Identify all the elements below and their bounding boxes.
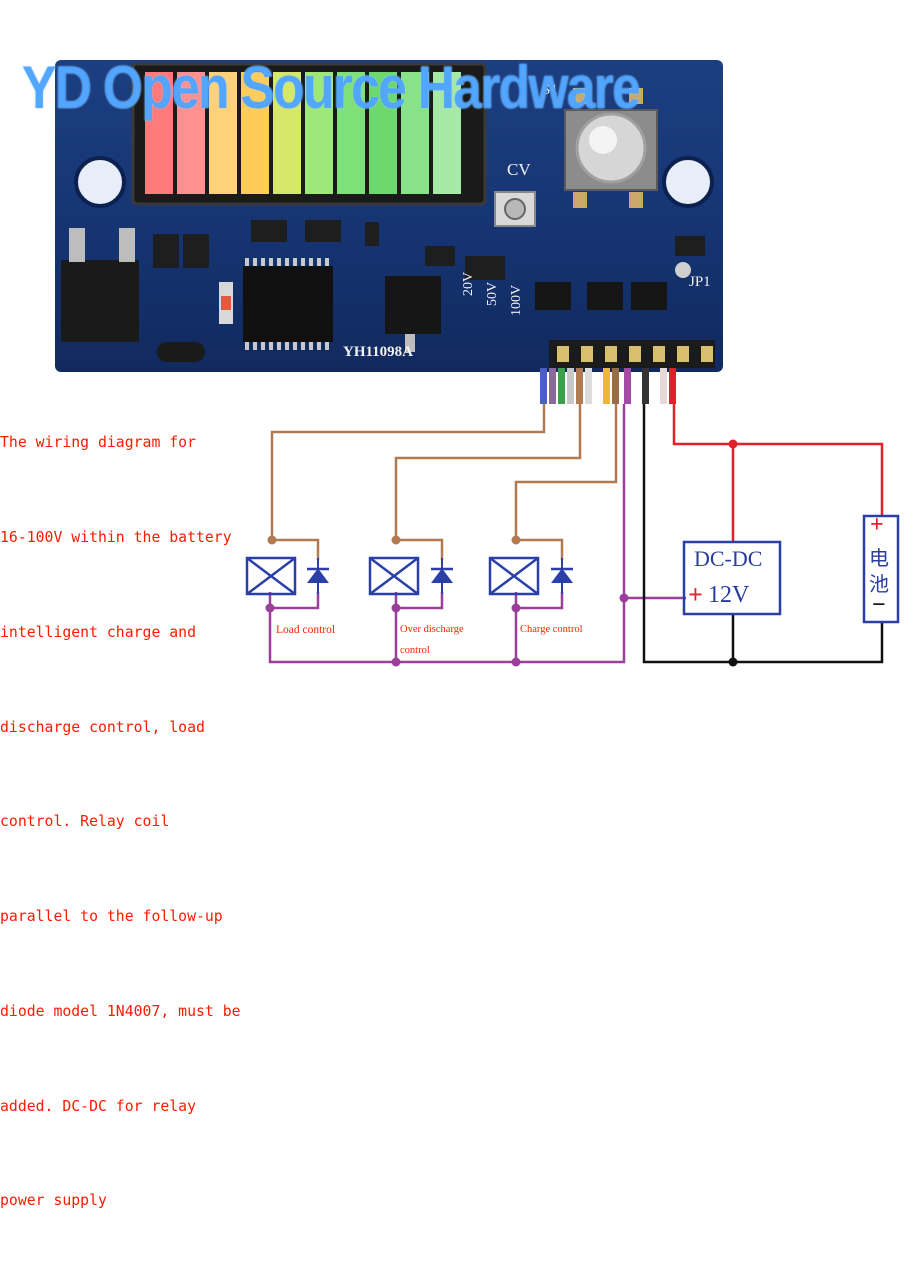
label-model: YH11098A <box>343 344 414 360</box>
pcb-components <box>61 62 715 368</box>
note-line: diode model 1N4007, must be <box>0 1002 241 1020</box>
label-s1: S1 <box>542 82 558 98</box>
positive-wire <box>672 404 884 542</box>
battery-box <box>862 514 900 624</box>
battery-plus: + <box>870 512 884 538</box>
note-line: power supply <box>0 1192 107 1210</box>
battery-label-1: 电 <box>869 546 889 570</box>
relay-label-charge: Charge control <box>520 624 583 635</box>
label-jp1: JP1 <box>689 274 711 290</box>
note-line: 16-100V within the battery <box>0 528 232 546</box>
relays <box>245 556 540 596</box>
coil-return-wires <box>268 404 686 664</box>
relay-label-over-discharge: Over discharge <box>400 624 464 635</box>
dcdc-box <box>682 540 782 616</box>
label-cv: CV <box>507 160 531 179</box>
led-bar-segments <box>145 72 461 194</box>
dcdc-title: DC-DC <box>694 546 763 571</box>
battery-label-2: 池 <box>869 572 889 596</box>
wiring-diagram: S1 CV JP1 YH11098A 20V 50V 100V YD Open … <box>0 54 900 1209</box>
battery-minus: − <box>872 592 886 618</box>
diodes <box>307 558 573 594</box>
note-line: The wiring diagram for <box>0 434 196 452</box>
dcdc-plus: + <box>688 580 703 609</box>
dcdc-output: 12V <box>708 582 750 608</box>
ground-wire <box>642 404 884 664</box>
note-line: discharge control, load <box>0 718 205 736</box>
wiring-note: The wiring diagram for 16-100V within th… <box>0 364 250 1280</box>
note-line: parallel to the follow-up <box>0 908 223 926</box>
pcb-board: S1 CV JP1 YH11098A 20V 50V 100V <box>55 60 723 372</box>
note-line: intelligent charge and <box>0 623 196 641</box>
note-line: added. DC-DC for relay <box>0 1097 196 1115</box>
relay-label-over-discharge-2: control <box>400 645 430 656</box>
ribbon-cable <box>540 368 676 404</box>
wiring-layer <box>245 368 900 667</box>
control-wires <box>270 404 618 560</box>
relay-label-load: Load control <box>276 624 336 636</box>
note-line: control. Relay coil <box>0 813 170 831</box>
